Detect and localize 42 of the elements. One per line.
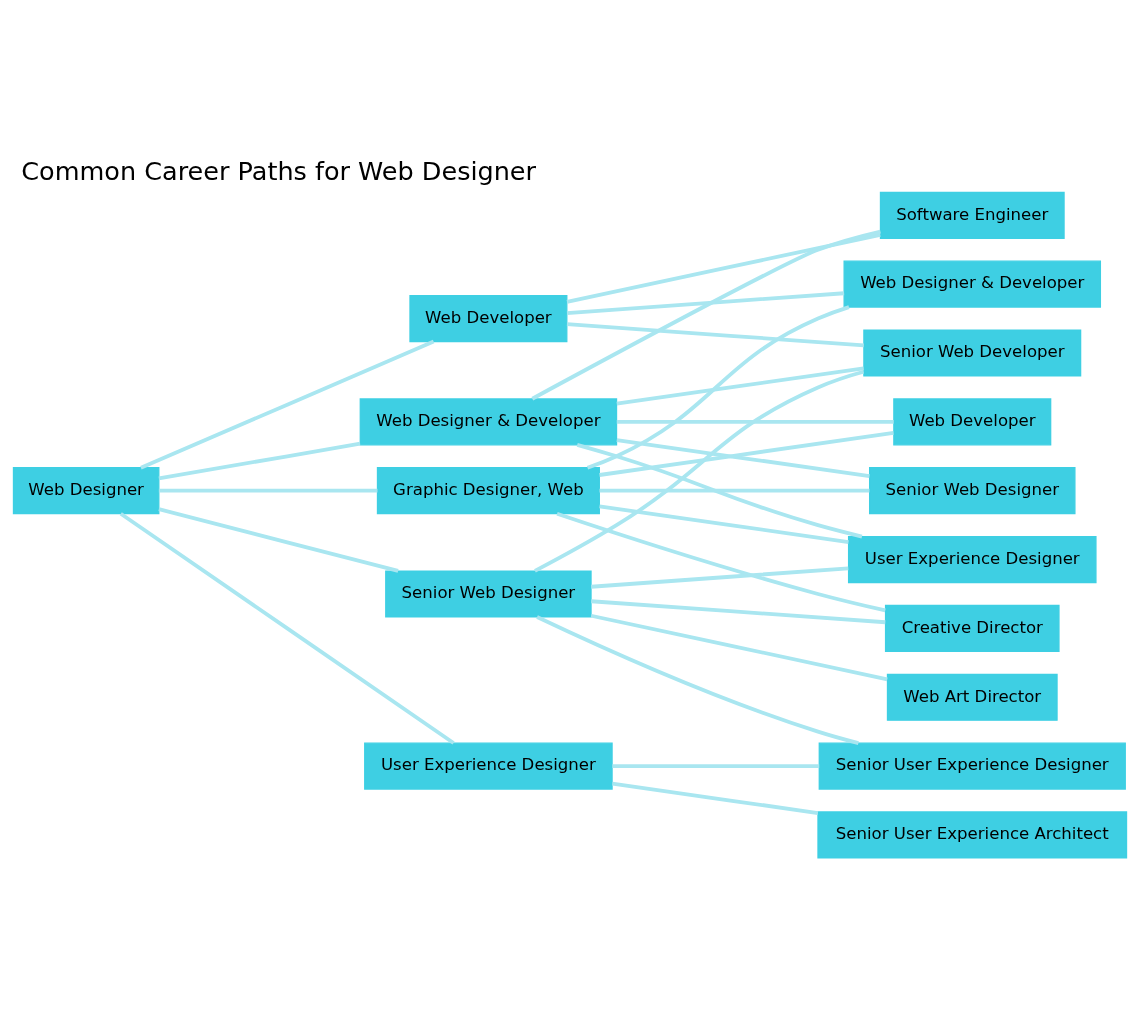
node-box: Web Designer & Developer bbox=[359, 397, 618, 445]
connector bbox=[612, 763, 820, 768]
node-box: Senior User Experience Designer bbox=[818, 742, 1126, 790]
connector bbox=[586, 304, 850, 470]
node-box: Senior Web Designer bbox=[869, 466, 1076, 514]
connector bbox=[158, 506, 399, 573]
node-box: User Experience Designer bbox=[847, 535, 1097, 583]
connector bbox=[599, 504, 849, 544]
node-box: Senior Web Developer bbox=[863, 328, 1082, 377]
connector bbox=[536, 614, 859, 745]
connector bbox=[158, 441, 361, 480]
connector bbox=[566, 232, 881, 304]
connector bbox=[534, 369, 865, 573]
node-box: Web Developer bbox=[893, 397, 1052, 445]
connector bbox=[590, 613, 888, 681]
connector bbox=[556, 511, 886, 612]
connector bbox=[591, 598, 886, 624]
connector bbox=[616, 437, 870, 478]
node-box: Creative Director bbox=[884, 604, 1060, 652]
connector bbox=[566, 290, 845, 315]
node-box: Software Engineer bbox=[879, 191, 1065, 239]
node-box: Senior User Experience Architect bbox=[817, 810, 1128, 859]
connector bbox=[599, 488, 870, 493]
connector bbox=[576, 442, 863, 538]
diagram-title: Common Career Paths for Web Designer bbox=[21, 155, 537, 186]
node-box: Web Developer bbox=[409, 294, 568, 342]
connector bbox=[616, 365, 864, 406]
connector bbox=[566, 321, 864, 347]
connector bbox=[158, 488, 378, 493]
connector bbox=[531, 229, 881, 400]
connector bbox=[140, 339, 435, 469]
node-box: Web Art Director bbox=[886, 673, 1058, 721]
node-box: Senior Web Designer bbox=[385, 569, 592, 618]
connector bbox=[616, 419, 894, 424]
node-box: Web Designer & Developer bbox=[843, 260, 1102, 308]
connector bbox=[591, 565, 849, 589]
node-box: User Experience Designer bbox=[364, 742, 613, 790]
node-box: Web Designer bbox=[12, 466, 160, 514]
connector bbox=[612, 781, 819, 815]
node-box: Graphic Designer, Web bbox=[376, 466, 600, 514]
connector bbox=[599, 430, 894, 477]
connector bbox=[119, 511, 455, 745]
